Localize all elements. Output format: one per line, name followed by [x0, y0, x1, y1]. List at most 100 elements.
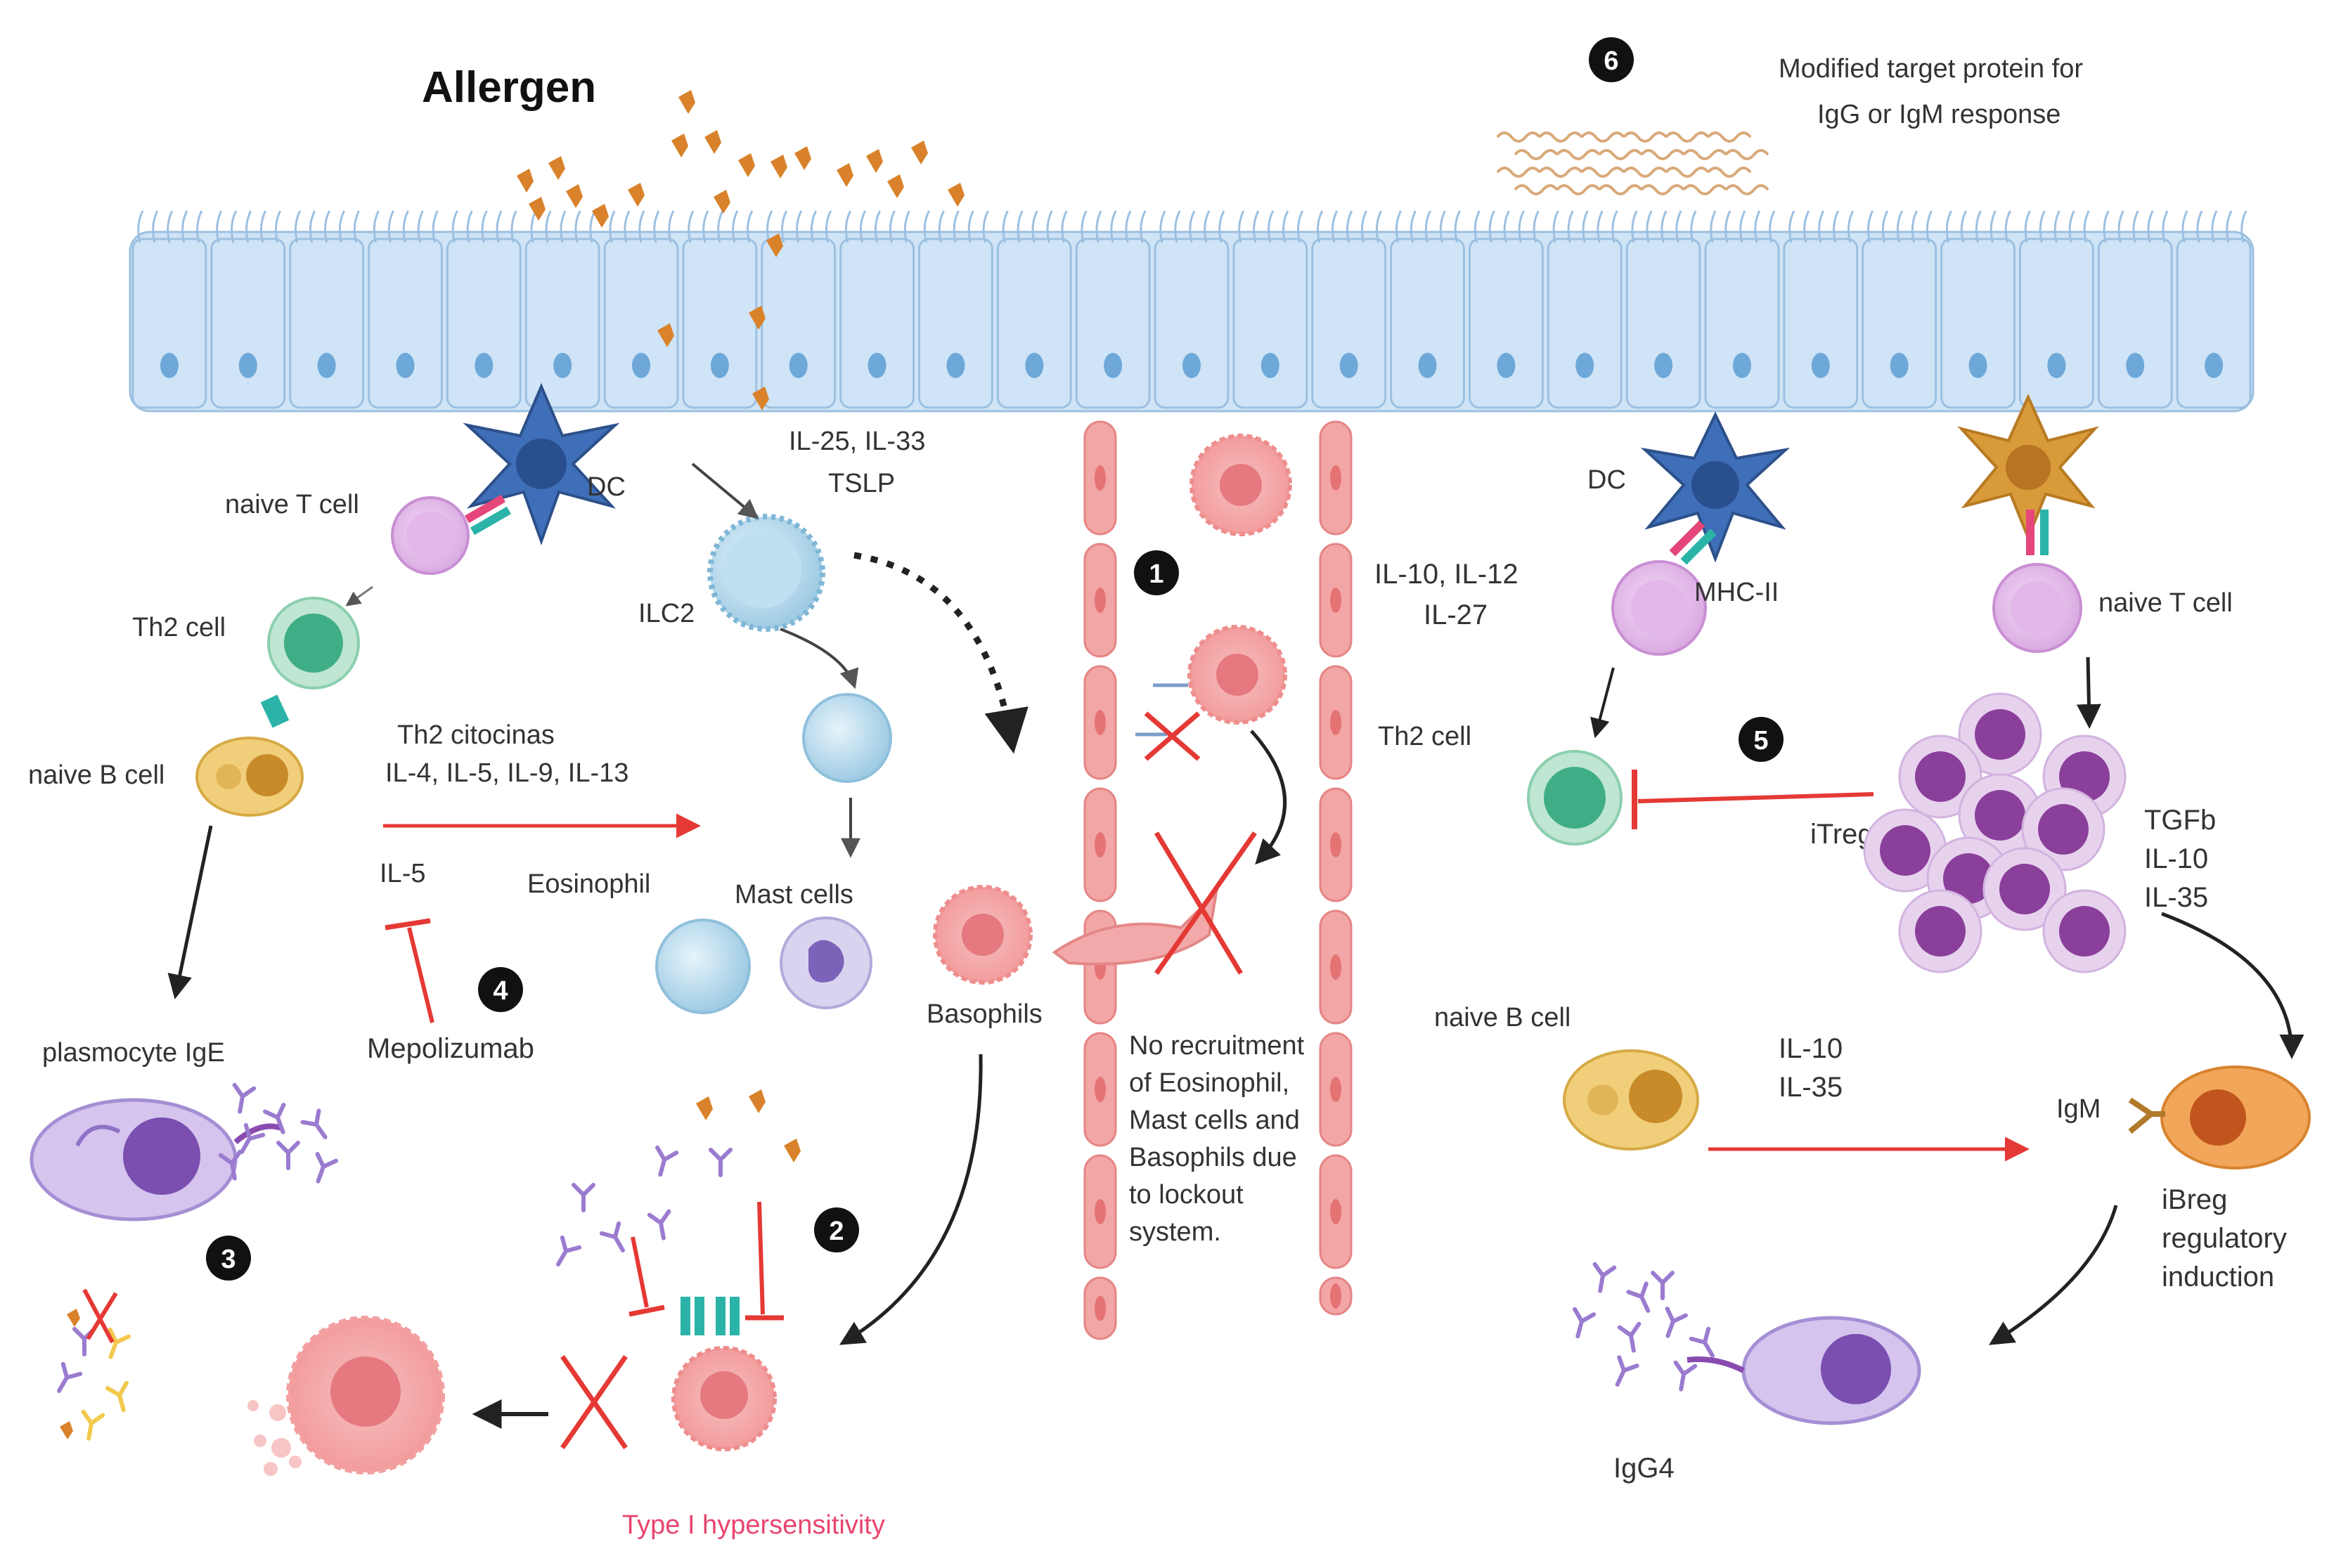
itreg-cell: [2021, 787, 2105, 872]
epithelial-cell: [524, 210, 600, 409]
plasmocyte-ige-label: plasmocyte IgE: [42, 1038, 225, 1068]
svg-text:Basophils due: Basophils due: [1129, 1143, 1297, 1172]
naive-b-cell-left-label: naive B cell: [28, 760, 165, 790]
ibreg-text: iBreg regulatory induction: [2162, 1184, 2287, 1292]
naive-t-cell-left-label: naive T cell: [225, 490, 359, 519]
protein-strand: [1665, 131, 1710, 143]
vessel-segment: [1083, 1032, 1117, 1147]
antibody-icon: [1617, 1321, 1642, 1353]
mast-cell-upper-icon: [802, 693, 892, 783]
mast-cells-label: Mast cells: [735, 880, 853, 909]
il35-right-label: IL-35: [2144, 882, 2208, 913]
ige-antibodies-icon: [218, 1082, 338, 1184]
allergen-particle: [566, 184, 583, 208]
epithelial-cell: [1075, 210, 1151, 409]
allergen-particle: [628, 183, 645, 207]
blocked-antibodies-icon: [57, 1288, 131, 1441]
allergen-particle: [60, 1309, 80, 1439]
epithelial-cell: [1704, 210, 1780, 409]
mepolizumab-inhibit-bar: [385, 918, 431, 931]
antibody-icon: [108, 1328, 131, 1359]
naive-t-cell-right-label: naive T cell: [2098, 588, 2233, 618]
epithelial-cell: [131, 210, 207, 409]
antibody-icon: [218, 1149, 243, 1181]
epithelial-cell: [210, 210, 286, 409]
antibody-icon: [276, 1141, 300, 1170]
svg-text:6: 6: [1604, 46, 1618, 76]
vessel-segment: [1319, 787, 1353, 902]
itreg-inhibit-line: [1637, 792, 1874, 803]
epithelial-cell: [2097, 210, 2173, 409]
svg-text:1: 1: [1149, 559, 1163, 589]
protein-strand: [1580, 167, 1625, 178]
il10-b-label: IL-10: [1779, 1033, 1843, 1064]
svg-text:Mast cells and: Mast cells and: [1129, 1106, 1300, 1135]
eosinophil-icon: [655, 919, 751, 1014]
antibody-icon: [1665, 1307, 1688, 1338]
protein-strand: [1724, 149, 1769, 160]
epithelial-cell: [1154, 210, 1230, 409]
epithelial-cell: [289, 210, 365, 409]
red-x-mark-2: [1144, 711, 1201, 761]
protein-strand: [1496, 131, 1541, 143]
modified-protein-icon: [1496, 131, 1769, 195]
protein-strand: [1514, 149, 1559, 160]
epithelial-cell: [1468, 210, 1544, 409]
mhc2-label: MHC-II: [1694, 578, 1779, 607]
allergen-particles: [517, 90, 965, 1162]
svg-text:regulatory: regulatory: [2162, 1223, 2287, 1254]
vessel-segment: [1083, 787, 1117, 902]
antibody-icon: [105, 1380, 129, 1413]
antibody-icon: [232, 1082, 257, 1114]
itreg-cell: [2042, 889, 2127, 973]
mepolizumab-label: Mepolizumab: [367, 1033, 534, 1064]
epithelial-cell: [918, 210, 993, 409]
svg-text:of Eosinophil,: of Eosinophil,: [1129, 1068, 1289, 1098]
dendritic-cell-right-icon: [1640, 411, 1791, 563]
allergen-particle: [749, 306, 766, 330]
antibody-icon: [1689, 1326, 1715, 1359]
il27-label: IL-27: [1424, 600, 1488, 630]
protein-strand: [1623, 167, 1668, 178]
eosinophil-label: Eosinophil: [527, 869, 650, 899]
il10-right-label: IL-10: [2144, 843, 2208, 874]
anti-ige-antibodies-icon: [556, 1145, 733, 1267]
ibreg-cell-icon: [2128, 1065, 2311, 1169]
antibody-icon: [1592, 1262, 1617, 1293]
svg-text:system.: system.: [1129, 1217, 1221, 1247]
epithelium-layer: [129, 210, 2255, 413]
badge-1: 1: [1134, 550, 1179, 595]
epithelial-cell: [839, 210, 915, 409]
svg-text:2: 2: [829, 1217, 844, 1246]
plasmocyte-ige-icon: [30, 1098, 283, 1222]
antibody-icon: [1615, 1355, 1639, 1387]
protein-strand: [1514, 184, 1559, 195]
allergen-particle: [752, 387, 769, 410]
protein-strand: [1665, 167, 1710, 178]
protein-strand: [1623, 131, 1668, 143]
dc-left-label: DC: [587, 472, 626, 502]
antibody-icon: [1673, 1360, 1698, 1392]
modified-protein-line2: IgG or IgM response: [1817, 100, 2061, 129]
receptor-blocked-cell-icon: [1135, 625, 1287, 737]
allergen-particle: [837, 163, 853, 187]
epithelial-cell: [1232, 210, 1308, 409]
itreg-cell: [1982, 847, 2067, 931]
vessel-segment: [1319, 1154, 1353, 1269]
circulating-basophil-icon: [1189, 434, 1292, 536]
dotted-arrow: [853, 552, 1028, 754]
igm-label: IgM: [2056, 1094, 2101, 1124]
allergen-particle: [749, 1089, 766, 1113]
antibody-icon: [263, 1103, 286, 1134]
allergen-title: Allergen: [422, 63, 596, 112]
allergen-particle: [887, 174, 904, 198]
il10-il12-label: IL-10, IL-12: [1374, 559, 1518, 590]
vessel-segment: [1319, 420, 1353, 536]
antibody-icon: [572, 1183, 595, 1212]
degranulating-cell-icon: [247, 1316, 445, 1476]
protein-strand: [1598, 149, 1643, 160]
protein-strand: [1640, 149, 1685, 160]
allergen-particle: [671, 134, 688, 157]
allergen-particle: [678, 90, 695, 114]
il35-b-label: IL-35: [1779, 1072, 1843, 1103]
